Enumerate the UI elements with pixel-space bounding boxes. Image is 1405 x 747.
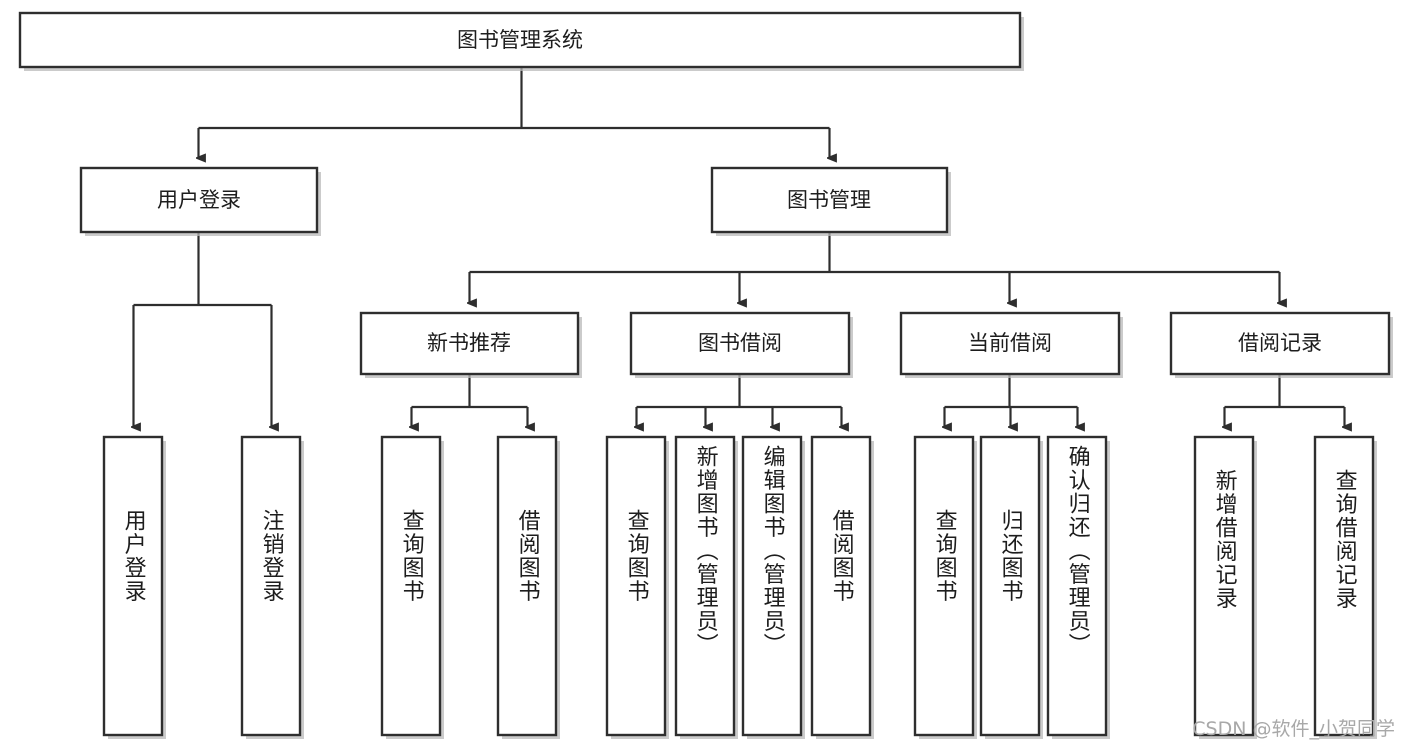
leaf-node-new-book-2[interactable] bbox=[496, 435, 560, 739]
node-new-book-recommend-label: 新书推荐 bbox=[427, 331, 511, 355]
node-book-borrow[interactable]: 图书借阅 bbox=[629, 311, 853, 378]
leaf-node-borrow-record-2[interactable] bbox=[1313, 435, 1377, 739]
leaf-node-current-borrow-2[interactable] bbox=[979, 435, 1043, 739]
node-root-label: 图书管理系统 bbox=[457, 28, 583, 52]
node-current-borrow-label: 当前借阅 bbox=[968, 331, 1052, 355]
leaf-node-book-borrow-4[interactable] bbox=[810, 435, 874, 739]
node-borrow-record[interactable]: 借阅记录 bbox=[1169, 311, 1393, 378]
leaf-node-current-borrow-3[interactable] bbox=[1046, 435, 1110, 739]
node-borrow-record-label: 借阅记录 bbox=[1238, 331, 1322, 355]
node-book-management-label: 图书管理 bbox=[787, 188, 871, 212]
node-user-login-label: 用户登录 bbox=[157, 188, 241, 212]
node-new-book-recommend[interactable]: 新书推荐 bbox=[359, 311, 582, 378]
leaf-boxes-layer bbox=[102, 435, 1377, 739]
leaf-node-borrow-record-1[interactable] bbox=[1193, 435, 1257, 739]
node-user-login[interactable]: 用户登录 bbox=[79, 166, 321, 236]
leaf-node-book-borrow-1[interactable] bbox=[605, 435, 669, 739]
node-book-management[interactable]: 图书管理 bbox=[710, 166, 951, 236]
edges-layer bbox=[134, 67, 1345, 427]
leaf-node-book-borrow-2[interactable] bbox=[674, 435, 738, 739]
node-root[interactable]: 图书管理系统 bbox=[18, 11, 1024, 71]
leaf-node-user-login-2[interactable] bbox=[240, 435, 304, 739]
leaf-node-current-borrow-1[interactable] bbox=[913, 435, 977, 739]
leaf-node-user-login-1[interactable] bbox=[102, 435, 166, 739]
leaf-node-book-borrow-3[interactable] bbox=[741, 435, 805, 739]
node-book-borrow-label: 图书借阅 bbox=[698, 331, 782, 355]
node-current-borrow[interactable]: 当前借阅 bbox=[899, 311, 1123, 378]
leaf-node-new-book-1[interactable] bbox=[380, 435, 444, 739]
